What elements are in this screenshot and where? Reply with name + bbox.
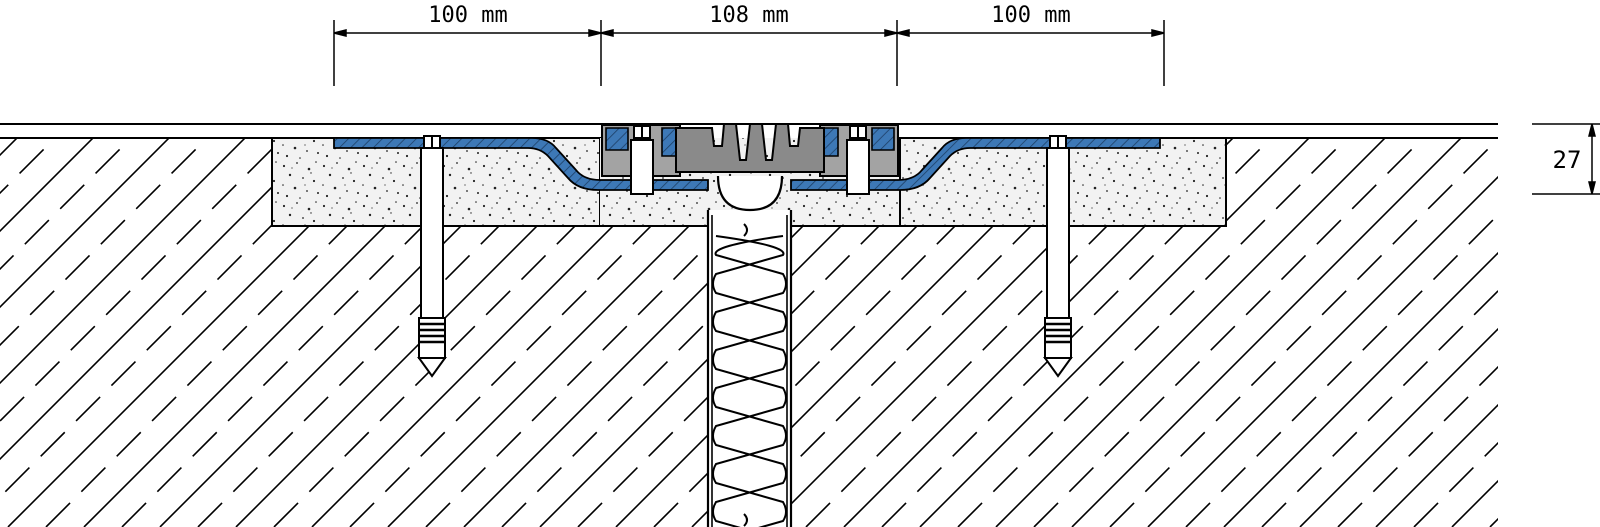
concrete-hatch-line	[1299, 138, 1498, 527]
concrete-hatch-line	[615, 138, 708, 527]
concrete-hatch-line	[919, 138, 1341, 527]
concrete-hatch-line	[1261, 138, 1498, 527]
concrete-hatch-line	[539, 138, 708, 527]
concrete-hatch-line	[1489, 138, 1498, 527]
concrete-hatch-line	[1223, 138, 1498, 527]
anchor-bolt-left	[417, 135, 447, 378]
flange-left	[333, 137, 709, 191]
concrete-hatch-line	[1185, 138, 1498, 527]
anchor-shank	[420, 147, 444, 319]
concrete-hatch-line	[1186, 107, 1600, 527]
flange-right	[790, 137, 1161, 191]
concrete-hatch-line	[463, 138, 708, 527]
joint-gap	[706, 210, 793, 527]
concrete-hatch-line	[0, 107, 314, 527]
backer-rod-insulation	[712, 223, 787, 527]
concrete-hatch-line	[1224, 107, 1600, 527]
seal-bulb	[716, 175, 784, 212]
concrete-hatch-line	[1071, 138, 1493, 527]
concrete-hatch-line	[995, 138, 1417, 527]
concrete-hatch-line	[0, 138, 201, 527]
anchor-tip	[1043, 357, 1073, 378]
concrete-hatch-line	[0, 138, 239, 527]
dimension-height-label: 27	[1553, 146, 1582, 174]
concrete-hatch-line	[0, 138, 277, 527]
concrete-hatch-line	[1147, 138, 1498, 527]
insulation-tick	[743, 223, 748, 237]
dimension-left-label: 100 mm	[428, 3, 507, 28]
concrete-hatch-line	[387, 138, 708, 527]
anchor-bolt-right	[1043, 135, 1073, 378]
concrete-hatch-line	[1262, 107, 1600, 527]
concrete-hatch-line	[1490, 107, 1600, 527]
clamp-bolt-left	[630, 125, 654, 195]
anchor-shank	[1046, 147, 1070, 319]
dimension-center-label: 108 mm	[709, 3, 788, 28]
dimension-right-label: 100 mm	[991, 3, 1070, 28]
elastomer-seal	[675, 123, 825, 173]
concrete-hatch-line	[1375, 138, 1498, 527]
insulation-coil	[712, 235, 787, 527]
concrete-hatch-line	[0, 138, 87, 527]
concrete-hatch-line	[0, 138, 315, 527]
dimension-lines	[333, 20, 1600, 195]
concrete-hatch-line	[0, 107, 238, 527]
concrete-hatch-line	[0, 107, 10, 527]
insulation-tick	[743, 513, 748, 527]
anchor-tip	[417, 357, 447, 378]
concrete-hatch-line	[0, 107, 86, 527]
clamp-bolt-right	[846, 125, 870, 195]
concrete-hatch-line	[0, 138, 125, 527]
concrete-hatch-line	[0, 138, 11, 527]
